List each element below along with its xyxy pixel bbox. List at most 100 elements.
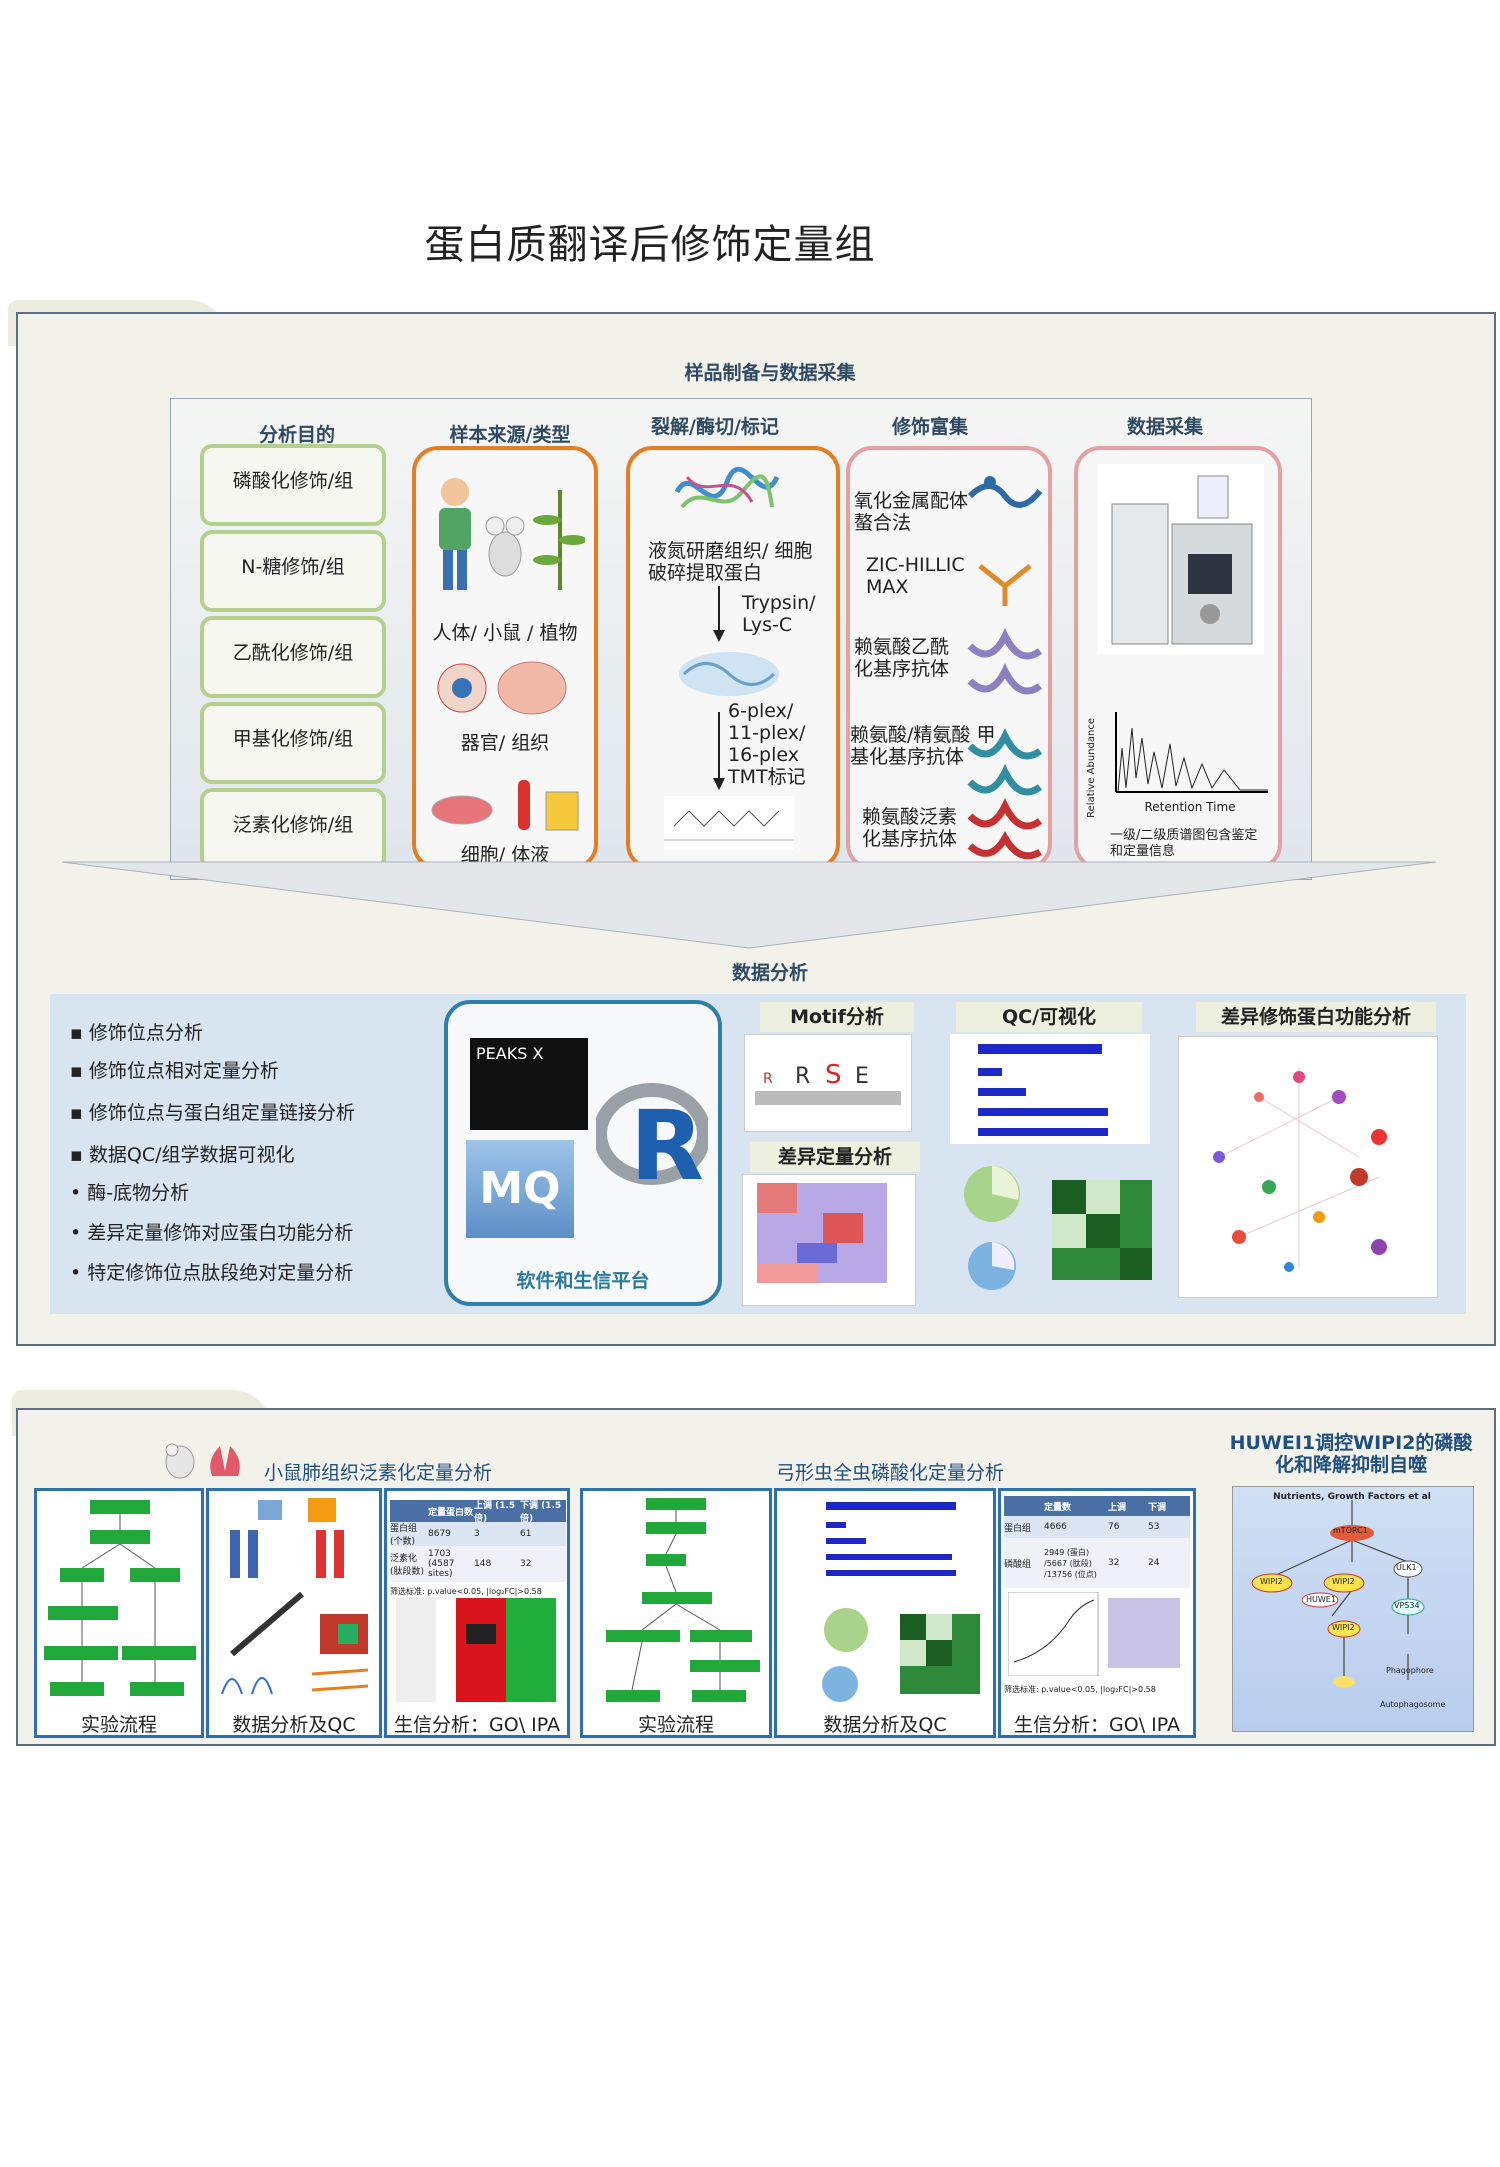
table1-header-3: 下调 (1.5倍) [520, 1501, 562, 1524]
table1-header-2: 上调 (1.5倍) [474, 1501, 516, 1524]
case1-table: 定量蛋白数 上调 (1.5倍) 下调 (1.5倍) 蛋白组 (个数) 8679 … [390, 1500, 566, 1597]
table2-cell: 32 [1108, 1558, 1120, 1568]
qc-bar-chart [950, 1034, 1150, 1144]
table2-cell: 24 [1148, 1558, 1160, 1568]
lysis-step1: 液氮研磨组织/ 细胞破碎提取蛋白 [648, 540, 813, 584]
qc-pie-correlation [964, 1166, 1152, 1290]
tmt-structure-icon [664, 796, 794, 850]
node-wipi2-b: WIPI2 [1332, 1577, 1355, 1586]
mouse-lung-icon [165, 1443, 240, 1479]
svg-text:R: R [795, 1064, 810, 1089]
node-wipi2-c: WIPI2 [1332, 1623, 1355, 1632]
case1-title: 小鼠肺组织泛素化定量分析 [264, 1462, 493, 1484]
node-autophagosome: Autophagosome [1380, 1700, 1446, 1709]
case2-qc-label: 数据分析及QC [823, 1714, 947, 1736]
acq-xlabel: Retention Time [1144, 800, 1236, 814]
enrich-acetyl: 赖氨酸乙酰 化基序抗体 [854, 636, 950, 680]
table2-cell: 76 [1108, 1522, 1120, 1532]
protein-icon [674, 466, 780, 509]
case1-qc-label: 数据分析及QC [232, 1714, 356, 1736]
purpose-methyl: 甲基化修饰/组 [200, 702, 386, 784]
purpose-acetyl: 乙酰化修饰/组 [200, 616, 386, 698]
bullet-item: • 酶-底物分析 [70, 1182, 190, 1204]
mass-spec-icon [1098, 464, 1264, 654]
peaks-logo: PEAKS X [470, 1038, 588, 1130]
table2-header-3: 下调 [1148, 1502, 1167, 1513]
network-icon [1178, 1036, 1438, 1298]
organ-icons [437, 661, 567, 715]
enrich-hilic: ZIC-HILLIC MAX [866, 554, 965, 598]
col-purpose: 分析目的 [258, 424, 335, 446]
cell-icons [431, 780, 579, 831]
enrich-imac: 氧化金属配体 螯合法 [854, 490, 969, 534]
bullet-item: ▪ 数据QC/组学数据可视化 [70, 1144, 295, 1166]
lysis-step2: Trypsin/ Lys-C [742, 592, 816, 636]
case2-flowchart [606, 1498, 760, 1702]
bullet-item: • 特定修饰位点肽段绝对定量分析 [70, 1262, 354, 1284]
table1-header-1: 定量蛋白数 [428, 1507, 474, 1518]
diff-chip: 差异定量分析 [750, 1142, 920, 1172]
table1-cell: 1703 (4587 sites) [428, 1549, 455, 1579]
svg-text:R: R [763, 1071, 773, 1087]
pathway-top: Nutrients, Growth Factors et al [1273, 1492, 1431, 1502]
func-chip: 差异修饰蛋白功能分析 [1196, 1002, 1436, 1032]
case2-table: 定量数 上调 下调 蛋白组 4666 76 53 磷酸组 2949 (蛋白) /… [1004, 1496, 1190, 1588]
node-mtorc1: mTORC1 [1333, 1526, 1368, 1535]
purpose-nglyco: N-糖修饰/组 [200, 530, 386, 612]
case2-qc-plots [822, 1502, 980, 1702]
table1-criteria: 筛选标准: p.value<0.05, |log₂FC|>0.58 [390, 1587, 542, 1596]
sample-cell-label: 细胞/ 体液 [460, 844, 550, 866]
antibody-icons [967, 476, 1043, 860]
node-huwe1: HUWE1 [1306, 1595, 1336, 1604]
case3-title: HUWEI1调控WIPI2的磷酸化和降解抑制自噬 [1229, 1432, 1473, 1476]
node-ulk1: ULK1 [1396, 1563, 1417, 1572]
case2-bio-plots [1008, 1592, 1180, 1676]
heatmap-icon [742, 1174, 916, 1306]
table2-cell: 磷酸组 [1004, 1559, 1032, 1570]
software-label: 软件和生信平台 [516, 1270, 650, 1292]
page-title: 蛋白质翻译后修饰定量组 [424, 222, 876, 268]
svg-text:E: E [855, 1064, 869, 1089]
r-logo-letter: R [630, 1090, 704, 1202]
case2-title: 弓形虫全虫磷酸化定量分析 [776, 1462, 1005, 1484]
node-phagophore: Phagophore [1386, 1666, 1434, 1675]
case1-qc-plots [221, 1498, 369, 1695]
acq-note: 一级/二级质谱图包含鉴定和定量信息 [1110, 828, 1258, 859]
case2-qc-box [774, 1488, 996, 1738]
table1-cell: 61 [520, 1529, 532, 1539]
bullet-item: ▪ 修饰位点相对定量分析 [70, 1060, 279, 1082]
sample-organ-label: 器官/ 组织 [460, 732, 550, 754]
case1-flow-label: 实验流程 [80, 1714, 157, 1736]
motif-chip: Motif分析 [760, 1002, 914, 1032]
purpose-ubiq: 泛素化修饰/组 [200, 788, 386, 870]
case1-flowchart [44, 1500, 196, 1696]
bullet-item: ▪ 修饰位点分析 [70, 1022, 203, 1044]
col-acq: 数据采集 [1126, 416, 1203, 438]
case1-bio-heatmap [396, 1598, 556, 1702]
qc-chip: QC/可视化 [956, 1002, 1142, 1032]
lysis-step3: 6-plex/ 11-plex/ 16-plex TMT标记 [728, 700, 806, 788]
acq-ylabel: Relative Abundance [1086, 718, 1097, 818]
table1-cell: 8679 [428, 1529, 451, 1539]
arrow-down-icon [713, 712, 725, 790]
table2-header-1: 定量数 [1044, 1502, 1072, 1513]
table2-cell: 4666 [1044, 1522, 1067, 1532]
table2-cell: 53 [1148, 1522, 1160, 1532]
chromatogram-icon [1115, 712, 1268, 793]
arrow-down-icon [713, 586, 725, 642]
svg-text:S: S [825, 1060, 842, 1090]
peptide-icon [679, 652, 779, 696]
pathway-diagram [1251, 1500, 1425, 1688]
table2-header-2: 上调 [1108, 1502, 1127, 1513]
case1-bio-label: 生信分析：GO\ IPA [394, 1714, 560, 1736]
col-enrich: 修饰富集 [891, 416, 968, 438]
table1-cell: 148 [474, 1559, 492, 1569]
purpose-phospho: 磷酸化修饰/组 [200, 444, 386, 526]
table1-cell: 蛋白组 (个数) [390, 1524, 418, 1547]
case1-qc-box [206, 1488, 382, 1738]
mq-logo: MQ [466, 1140, 574, 1238]
table2-criteria: 筛选标准: p.value<0.05, |log₂FC|>0.58 [1004, 1685, 1156, 1694]
sample-organism-label: 人体/ 小鼠 / 植物 [432, 622, 578, 644]
r-logo-icon [596, 1083, 708, 1185]
case2-flow-label: 实验流程 [637, 1714, 714, 1736]
